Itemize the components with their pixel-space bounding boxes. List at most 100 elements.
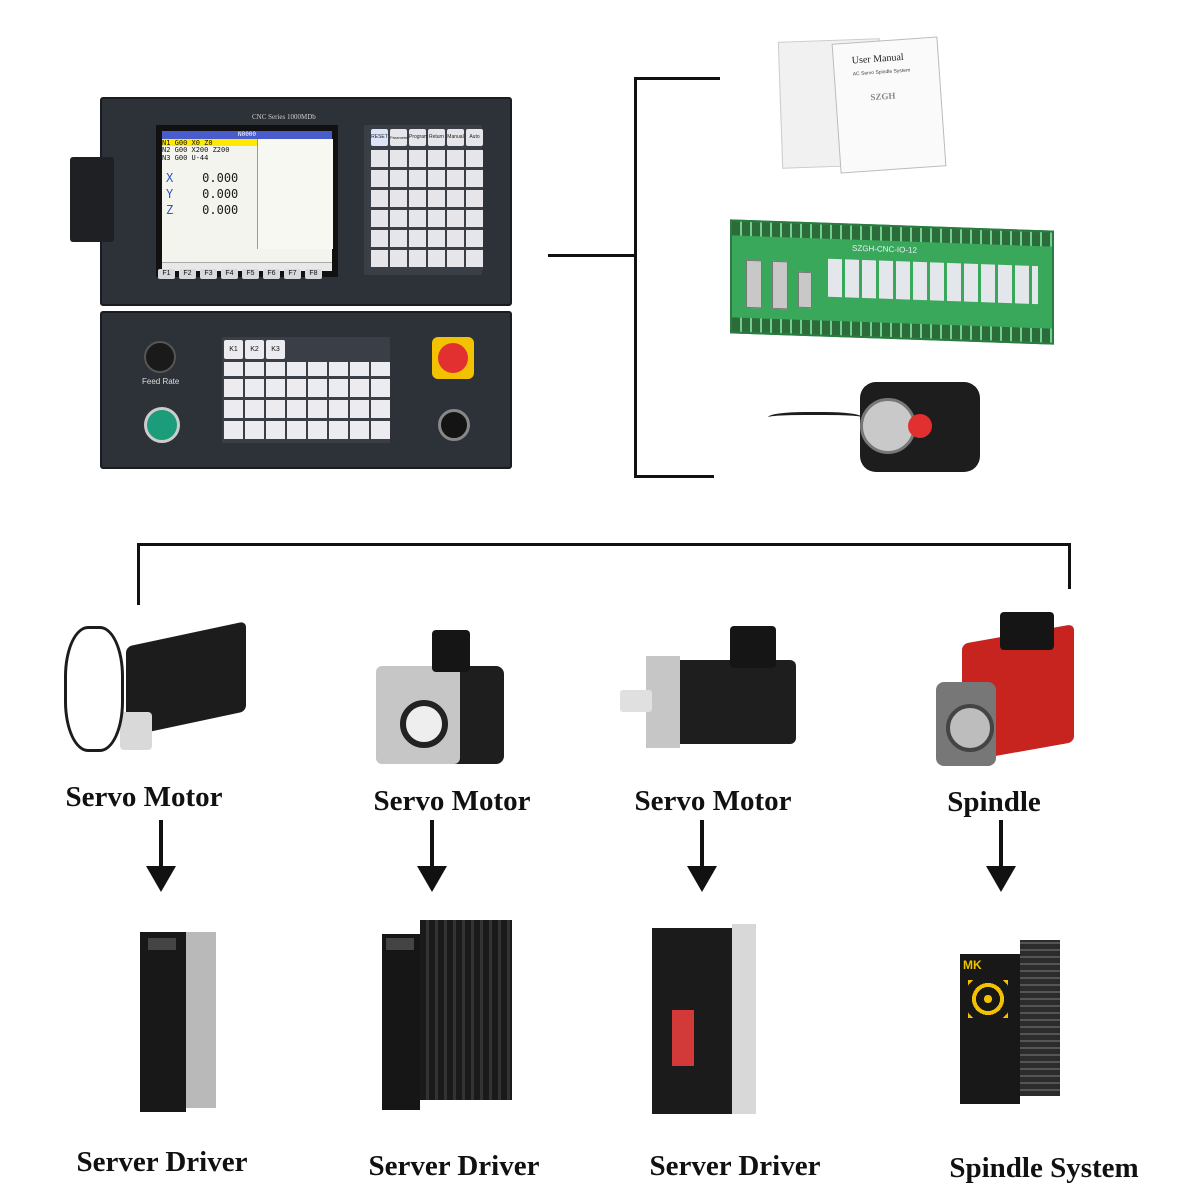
servo-driver-3-terminals <box>672 1010 694 1066</box>
screen-softkey-bar <box>162 262 332 271</box>
io-terminal-strip-top <box>732 221 1052 247</box>
io-board-label: SZGH-CNC-IO-12 <box>852 243 917 255</box>
k3-key[interactable]: K3 <box>266 340 285 359</box>
arrow-1-shaft <box>159 820 163 870</box>
k2-key[interactable]: K2 <box>245 340 264 359</box>
f7-key[interactable]: F7 <box>284 269 301 279</box>
connector-line-top <box>634 77 720 80</box>
servo-motor-3-connector <box>730 626 776 668</box>
program-line-1: N1 G00 X0 Z0 <box>162 139 257 147</box>
user-manual-booklet: User Manual AC Servo Spindle System SZGH <box>831 36 947 174</box>
handwheel-estop <box>908 414 932 438</box>
axis-x-value: 0.000 <box>202 171 239 185</box>
program-info-area <box>257 139 333 249</box>
screen-header: N0000 <box>162 131 332 139</box>
axis-x-label: X <box>166 171 174 185</box>
io-terminal-strip-bottom <box>732 317 1052 343</box>
axis-x-readout: X 0.000 <box>166 171 238 185</box>
servo-driver-2-heatsink <box>420 920 512 1100</box>
reset-key[interactable]: RESET <box>371 129 388 146</box>
connector-line-horizontal <box>548 254 636 257</box>
arrow-3-shaft <box>700 820 704 870</box>
emergency-stop-cap[interactable] <box>438 343 468 373</box>
connector-line-vertical <box>634 77 637 478</box>
driver-label-3: Server Driver <box>649 1150 821 1182</box>
motor-bracket-right <box>1068 543 1071 589</box>
servo-motor-2-shaft <box>400 700 448 748</box>
parameter-key[interactable]: Parameter <box>390 129 409 146</box>
program-line-3: N3 G00 U-44 <box>162 154 209 162</box>
motor-label-1: Servo Motor <box>65 781 223 813</box>
db-connector-1 <box>746 259 762 309</box>
spindle-driver-brand: MK <box>963 958 982 972</box>
motor-label-3: Servo Motor <box>634 785 792 817</box>
manual-logo: SZGH <box>870 90 896 103</box>
servo-driver-1-image <box>140 932 186 1112</box>
axis-y-readout: Y 0.000 <box>166 187 238 201</box>
mode-selector-knob[interactable] <box>438 409 470 441</box>
program-line-2: N2 G00 X200 Z200 <box>162 146 230 154</box>
cnc-controller-panel: CNC Series 1000MDb N0000 N1 G00 X0 Z0 N2… <box>70 97 512 306</box>
servo-driver-2-display <box>386 938 414 950</box>
f5-key[interactable]: F5 <box>242 269 259 279</box>
program-key[interactable]: Program <box>409 129 428 146</box>
arrow-4-shaft <box>999 820 1003 870</box>
motor-label-2: Servo Motor <box>373 785 531 817</box>
db-connector-2 <box>772 260 788 310</box>
db-connector-3 <box>798 271 812 309</box>
driver-label-4: Spindle System <box>949 1152 1139 1184</box>
cnc-series-title: CNC Series 1000MDb <box>252 113 316 121</box>
handwheel-cable <box>768 412 862 425</box>
auto-key[interactable]: Auto <box>466 129 483 146</box>
keypad-row-dividers <box>371 150 483 270</box>
manual-subtitle: AC Servo Spindle System <box>852 67 911 78</box>
f3-key[interactable]: F3 <box>200 269 217 279</box>
axis-y-label: Y <box>166 187 174 201</box>
f1-key[interactable]: F1 <box>158 269 175 279</box>
servo-driver-3-side <box>732 924 756 1114</box>
motor-label-4: Spindle <box>947 786 1041 818</box>
servo-driver-1-display <box>148 938 176 950</box>
axis-z-value: 0.000 <box>202 203 239 217</box>
return-key[interactable]: Return <box>428 129 445 146</box>
driver-label-1: Server Driver <box>76 1146 248 1178</box>
feed-rate-knob[interactable] <box>144 341 176 373</box>
servo-driver-1-side <box>186 932 216 1108</box>
feed-rate-label: Feed Rate <box>142 377 180 386</box>
f2-key[interactable]: F2 <box>179 269 196 279</box>
connector-line-bottom <box>634 475 714 478</box>
manual-key[interactable]: Manual <box>447 129 464 146</box>
spindle-driver-keypad <box>968 980 1008 1018</box>
usb-port-module <box>70 157 114 242</box>
driver-label-2: Server Driver <box>368 1150 540 1182</box>
arrow-1-head <box>146 866 176 892</box>
cnc-screen: N0000 N1 G00 X0 Z0 N2 G00 X200 Z200 N3 G… <box>156 125 338 277</box>
axis-z-label: Z <box>166 203 174 217</box>
servo-driver-2-image <box>382 934 420 1110</box>
motor-bracket-top <box>137 543 1071 546</box>
spindle-driver-heatsink <box>1020 940 1060 1096</box>
spindle-driver-image <box>960 954 1020 1104</box>
spindle-motor-junction-box <box>1000 612 1054 650</box>
k1-key[interactable]: K1 <box>224 340 243 359</box>
cycle-start-button[interactable] <box>144 407 180 443</box>
f8-key[interactable]: F8 <box>305 269 322 279</box>
relay-bank <box>828 258 1038 305</box>
arrow-2-shaft <box>430 820 434 870</box>
io-terminal-board: SZGH-CNC-IO-12 <box>730 219 1054 345</box>
arrow-4-head <box>986 866 1016 892</box>
arrow-2-head <box>417 866 447 892</box>
servo-motor-1-cable <box>64 626 124 752</box>
servo-motor-3-shaft <box>620 690 652 712</box>
axis-y-value: 0.000 <box>202 187 239 201</box>
f6-key[interactable]: F6 <box>263 269 280 279</box>
servo-motor-2-connector <box>432 630 470 672</box>
axis-z-readout: Z 0.000 <box>166 203 238 217</box>
f4-key[interactable]: F4 <box>221 269 238 279</box>
operator-panel: Feed Rate K1 K2 K3 <box>100 311 512 469</box>
manual-title: User Manual <box>851 51 905 67</box>
arrow-3-head <box>687 866 717 892</box>
operator-row-dividers <box>224 362 390 442</box>
servo-motor-1-shaft <box>120 712 152 750</box>
spindle-motor-shaft <box>946 704 994 752</box>
